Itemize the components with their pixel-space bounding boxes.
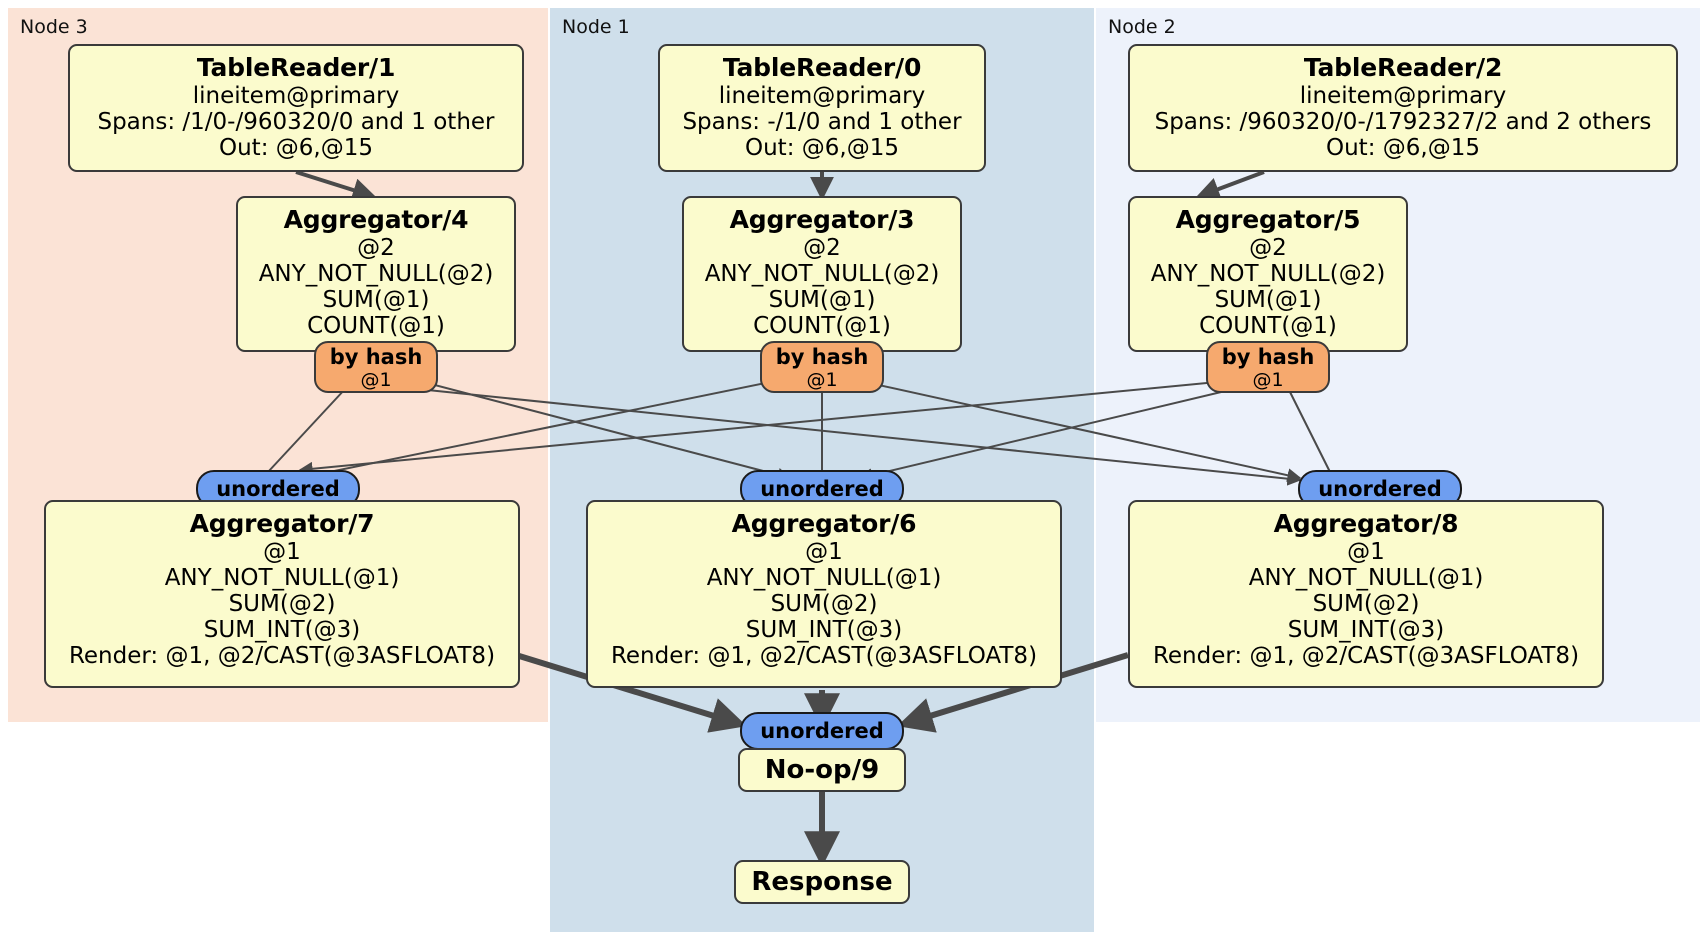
node-panel-label-node1: Node 1 (562, 16, 630, 38)
processor-detail-line: @1 (263, 539, 301, 565)
processor-detail-line: @2 (1249, 235, 1287, 261)
processor-detail-line: SUM(@2) (228, 591, 336, 617)
router-by-hash-middle[interactable]: by hash @1 (760, 341, 884, 393)
processor-detail-line: SUM(@1) (768, 287, 876, 313)
processor-aggregator-8[interactable]: Aggregator/8 @1 ANY_NOT_NULL(@1) SUM(@2)… (1128, 500, 1604, 688)
node-panel-label-node2: Node 2 (1108, 16, 1176, 38)
router-column: @1 (1252, 369, 1284, 391)
router-title: by hash (775, 345, 869, 369)
processor-response[interactable]: Response (734, 860, 910, 904)
processor-detail-line: lineitem@primary (192, 83, 400, 109)
router-by-hash-right[interactable]: by hash @1 (1206, 341, 1330, 393)
processor-detail-line: SUM(@1) (1214, 287, 1322, 313)
processor-aggregator-5[interactable]: Aggregator/5 @2 ANY_NOT_NULL(@2) SUM(@1)… (1128, 196, 1408, 352)
processor-title: Aggregator/5 (1175, 205, 1361, 234)
processor-title: TableReader/2 (1303, 53, 1503, 82)
processor-title: Aggregator/7 (189, 509, 375, 538)
synchronizer-label: unordered (760, 477, 884, 501)
processor-detail-line: @1 (805, 539, 843, 565)
processor-detail-line: SUM(@2) (770, 591, 878, 617)
processor-aggregator-6[interactable]: Aggregator/6 @1 ANY_NOT_NULL(@1) SUM(@2)… (586, 500, 1062, 688)
processor-detail-line: ANY_NOT_NULL(@1) (1248, 565, 1484, 591)
processor-detail-line: SUM_INT(@3) (1287, 617, 1445, 643)
processor-detail-line: ANY_NOT_NULL(@2) (1150, 261, 1386, 287)
processor-no-op-9[interactable]: No-op/9 (738, 748, 906, 792)
processor-detail-line: Out: @6,@15 (745, 135, 899, 161)
processor-detail-line: ANY_NOT_NULL(@2) (258, 261, 494, 287)
router-title: by hash (1221, 345, 1315, 369)
processor-detail-line: @1 (1347, 539, 1385, 565)
processor-detail-line: SUM(@1) (322, 287, 430, 313)
router-column: @1 (360, 369, 392, 391)
processor-table-reader-1[interactable]: TableReader/1 lineitem@primary Spans: /1… (68, 44, 524, 172)
processor-table-reader-0[interactable]: TableReader/0 lineitem@primary Spans: -/… (658, 44, 986, 172)
processor-detail-line: COUNT(@1) (307, 313, 445, 339)
synchronizer-label: unordered (216, 477, 340, 501)
processor-title: Response (751, 867, 893, 897)
processor-detail-line: COUNT(@1) (753, 313, 891, 339)
processor-table-reader-2[interactable]: TableReader/2 lineitem@primary Spans: /9… (1128, 44, 1678, 172)
processor-render-line: Render: @1, @2/CAST(@3ASFLOAT8) (68, 643, 496, 669)
processor-detail-line: ANY_NOT_NULL(@2) (704, 261, 940, 287)
router-title: by hash (329, 345, 423, 369)
processor-detail-line: SUM_INT(@3) (203, 617, 361, 643)
processor-detail-line: Out: @6,@15 (219, 135, 373, 161)
synchronizer-unordered-final[interactable]: unordered (740, 712, 904, 750)
processor-detail-line: ANY_NOT_NULL(@1) (706, 565, 942, 591)
processor-title: Aggregator/4 (283, 205, 469, 234)
synchronizer-label: unordered (1318, 477, 1442, 501)
processor-title: Aggregator/6 (731, 509, 917, 538)
processor-detail-line: SUM_INT(@3) (745, 617, 903, 643)
router-by-hash-left[interactable]: by hash @1 (314, 341, 438, 393)
processor-aggregator-3[interactable]: Aggregator/3 @2 ANY_NOT_NULL(@2) SUM(@1)… (682, 196, 962, 352)
processor-title: Aggregator/8 (1273, 509, 1459, 538)
processor-title: Aggregator/3 (729, 205, 915, 234)
processor-detail-line: Spans: /1/0-/960320/0 and 1 other (97, 109, 495, 135)
processor-detail-line: @2 (357, 235, 395, 261)
processor-aggregator-4[interactable]: Aggregator/4 @2 ANY_NOT_NULL(@2) SUM(@1)… (236, 196, 516, 352)
processor-detail-line: lineitem@primary (1299, 83, 1507, 109)
processor-title: TableReader/0 (722, 53, 922, 82)
synchronizer-label: unordered (760, 719, 884, 743)
node-panel-label-node3: Node 3 (20, 16, 88, 38)
processor-detail-line: COUNT(@1) (1199, 313, 1337, 339)
processor-title: TableReader/1 (196, 53, 396, 82)
processor-render-line: Render: @1, @2/CAST(@3ASFLOAT8) (610, 643, 1038, 669)
processor-detail-line: Spans: -/1/0 and 1 other (682, 109, 962, 135)
processor-detail-line: @2 (803, 235, 841, 261)
processor-title: No-op/9 (764, 755, 880, 785)
router-column: @1 (806, 369, 838, 391)
processor-detail-line: lineitem@primary (718, 83, 926, 109)
processor-detail-line: SUM(@2) (1312, 591, 1420, 617)
processor-render-line: Render: @1, @2/CAST(@3ASFLOAT8) (1152, 643, 1580, 669)
processor-aggregator-7[interactable]: Aggregator/7 @1 ANY_NOT_NULL(@1) SUM(@2)… (44, 500, 520, 688)
processor-detail-line: Out: @6,@15 (1326, 135, 1480, 161)
processor-detail-line: Spans: /960320/0-/1792327/2 and 2 others (1154, 109, 1652, 135)
processor-detail-line: ANY_NOT_NULL(@1) (164, 565, 400, 591)
